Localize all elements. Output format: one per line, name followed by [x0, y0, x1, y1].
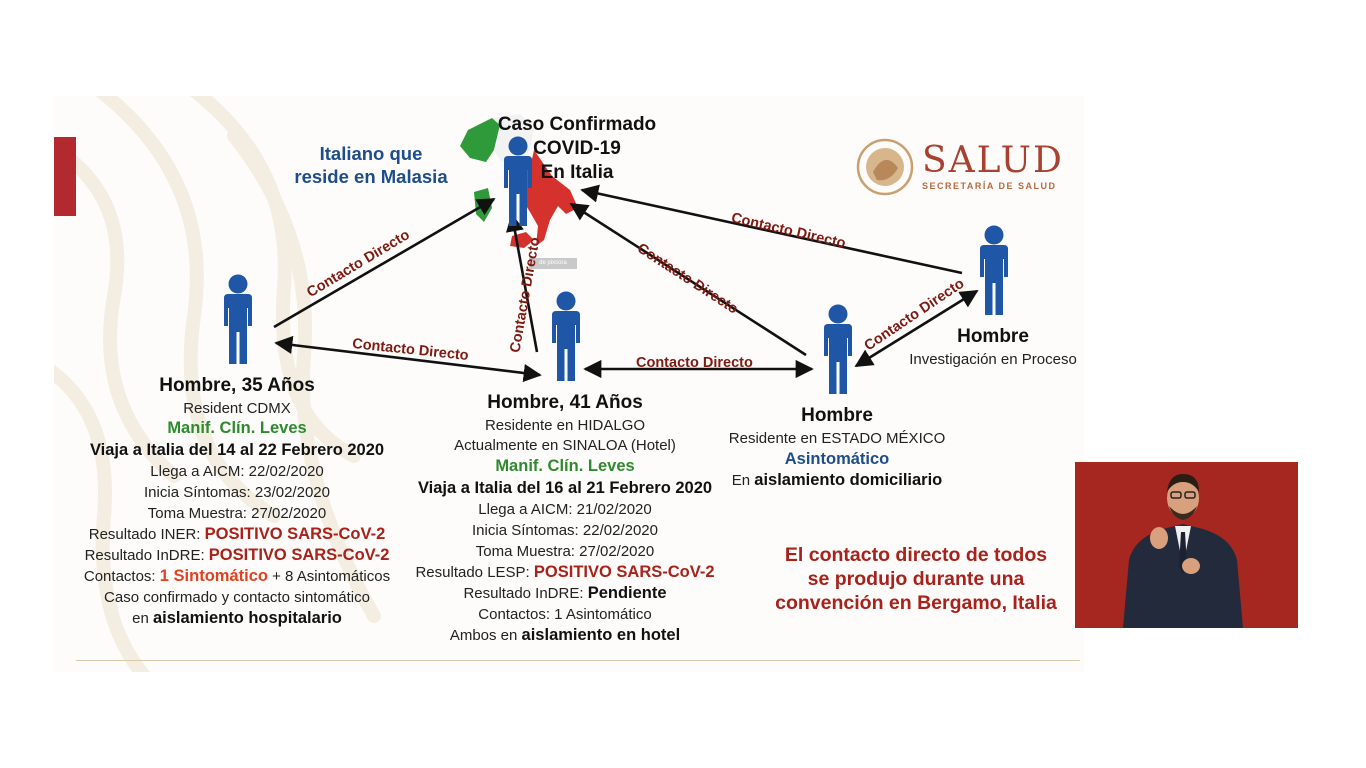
isolation-value: aislamiento domiciliario — [754, 471, 943, 489]
person-1-sample: Toma Muestra: 27/02/2020 — [147, 505, 327, 522]
result-label: Resultado InDRE: — [84, 547, 205, 564]
result-label: Resultado InDRE: — [463, 585, 584, 602]
person-2-current: Actualmente en SINALOA (Hotel) — [454, 437, 676, 454]
person-1-result-indre: Resultado InDRE: POSITIVO SARS-CoV-2 — [85, 547, 390, 564]
person-2-result-lesp: Resultado LESP: POSITIVO SARS-CoV-2 — [415, 564, 714, 581]
person-1-contacts: Contactos: 1 Sintomático + 8 Asintomátic… — [84, 568, 390, 585]
accent-bar — [54, 137, 76, 216]
person-3-title: Hombre — [801, 405, 873, 426]
confirmed-case-line3: En Italia — [540, 162, 614, 183]
result-label: Resultado INER: — [88, 526, 201, 543]
result-value: POSITIVO SARS-CoV-2 — [204, 525, 386, 543]
bergamo-note: El contacto directo de todos se produjo … — [775, 543, 1057, 615]
person-2-clinical: Manif. Clín. Leves — [495, 457, 635, 475]
divider-line — [76, 660, 1080, 661]
note-line-1: El contacto directo de todos — [784, 544, 1048, 566]
person-1-residence: Resident CDMX — [183, 400, 291, 417]
isolation-value: aislamiento en hotel — [521, 626, 681, 644]
person-4-status: Investigación en Proceso — [909, 351, 1077, 368]
salud-logo: SALUD — [922, 140, 1064, 181]
result-value: POSITIVO SARS-CoV-2 — [208, 546, 390, 564]
person-1-case-line: Caso confirmado y contacto sintomático — [104, 589, 370, 606]
arrow-p4-italy — [580, 184, 963, 275]
background-pattern — [54, 96, 381, 672]
index-case-line1: Italiano que — [319, 143, 423, 164]
person-2-travel: Viaja a Italia del 16 al 21 Febrero 2020 — [417, 479, 713, 497]
contacts-label: Contactos: — [83, 568, 156, 585]
salud-logo-subtitle: SECRETARÍA DE SALUD — [922, 181, 1057, 191]
contacts-symptomatic: 1 Sintomático — [159, 567, 268, 585]
confirmed-case-line2: COVID-19 — [533, 138, 621, 159]
arrow-p1-p2 — [274, 335, 542, 383]
person-icon-1 — [224, 274, 252, 364]
confirmed-case-line1: Caso Confirmado — [497, 114, 657, 135]
isolation-prefix: Ambos en — [449, 627, 518, 644]
mexico-seal-icon — [856, 138, 914, 196]
sign-language-interpreter-video — [1075, 462, 1298, 628]
contacts-rest: + 8 Asintomáticos — [272, 568, 391, 585]
person-3-isolation: En aislamiento domiciliario — [732, 472, 943, 489]
arrow-p2-italy — [505, 213, 539, 353]
person-icon-2 — [552, 291, 580, 381]
note-line-2: se produjo durante una — [807, 568, 1025, 590]
result-value: POSITIVO SARS-CoV-2 — [533, 563, 715, 581]
result-label: Resultado LESP: — [415, 564, 530, 581]
note-line-3: convención en Bergamo, Italia — [775, 592, 1057, 614]
person-2-isolation: Ambos en aislamiento en hotel — [450, 627, 680, 644]
interpreter-image — [1075, 462, 1298, 628]
person-icon-4 — [980, 225, 1008, 315]
person-2-contacts: Contactos: 1 Asintomático — [478, 606, 652, 623]
arrow-p1-italy — [273, 197, 496, 329]
person-2-residence: Residente en HIDALGO — [484, 417, 646, 434]
person-1-clinical: Manif. Clín. Leves — [167, 419, 307, 437]
person-1-travel: Viaja a Italia del 14 al 22 Febrero 2020 — [89, 441, 385, 459]
contact-label-p2-p3: Contacto Directo — [636, 355, 753, 371]
arrows — [273, 184, 979, 383]
person-3-residence: Residente en ESTADO MÉXICO — [728, 430, 946, 447]
map-caption: de pixsora — [529, 258, 577, 269]
person-2-title: Hombre, 41 Años — [487, 392, 643, 413]
person-2-sample: Toma Muestra: 27/02/2020 — [475, 543, 655, 560]
isolation-value: aislamiento hospitalario — [152, 609, 342, 627]
person-1-title: Hombre, 35 Años — [159, 375, 315, 396]
person-2-arrival: Llega a AICM: 21/02/2020 — [478, 501, 652, 518]
isolation-prefix: en — [132, 610, 149, 627]
arrow-p3-p4 — [854, 289, 979, 368]
person-1-symptoms: Inicia Síntomas: 23/02/2020 — [144, 484, 330, 501]
person-icon-3 — [824, 304, 852, 394]
person-2-symptoms: Inicia Síntomas: 22/02/2020 — [472, 522, 658, 539]
person-1-arrival: Llega a AICM: 22/02/2020 — [150, 463, 324, 480]
result-value: Pendiente — [587, 584, 667, 602]
person-3-status: Asintomático — [784, 450, 890, 468]
person-1-isolation: en aislamiento hospitalario — [132, 610, 342, 627]
isolation-prefix: En — [731, 472, 751, 489]
person-4-title: Hombre — [957, 326, 1029, 347]
person-1-result-iner: Resultado INER: POSITIVO SARS-CoV-2 — [89, 526, 386, 543]
arrow-p3-italy — [569, 202, 807, 357]
person-2-result-indre: Resultado InDRE: Pendiente — [463, 585, 666, 602]
index-case-line2: reside en Malasia — [294, 166, 448, 187]
